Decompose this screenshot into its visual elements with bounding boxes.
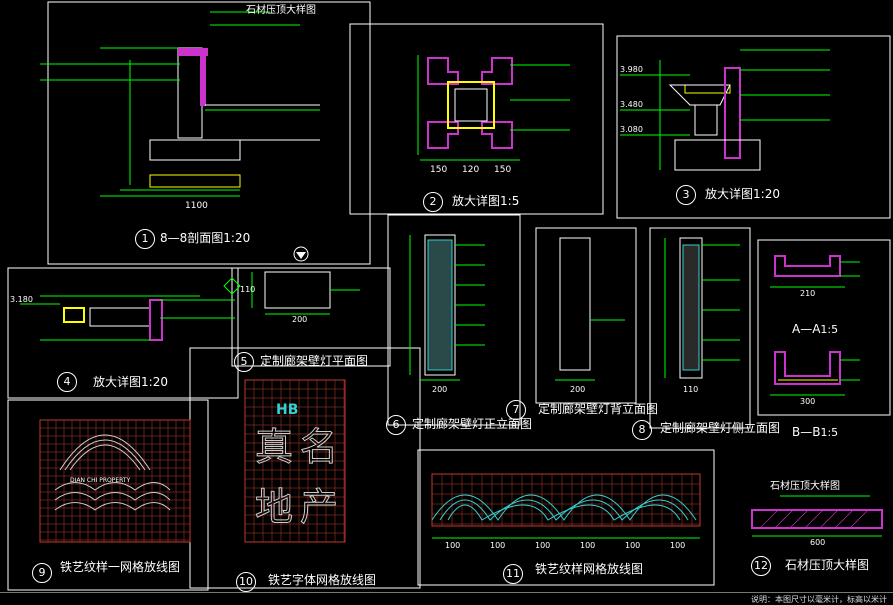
detail-7-elevation — [555, 237, 625, 381]
d10-char-3: 地 — [255, 485, 293, 529]
d11-dim-a: 100 — [445, 541, 460, 550]
d3-elev-b: 3.480 — [620, 100, 643, 109]
section-bb — [770, 351, 860, 396]
detail-2-scale: 1:5 — [500, 194, 520, 208]
detail-11-title: 铁艺纹样网格放线图 — [535, 562, 644, 576]
detail-5-number: 5 — [234, 352, 254, 372]
detail-1-number: 1 — [135, 229, 155, 249]
d10-char-2: 名 — [300, 425, 338, 469]
d4-elev: 3.180 — [10, 295, 33, 304]
detail-1-section — [40, 11, 320, 197]
d3-elev-a: 3.980 — [620, 65, 643, 74]
d10-top-text: HB — [276, 402, 298, 418]
section-aa — [770, 255, 860, 288]
d8-width: 110 — [683, 385, 698, 394]
detail-10-title: 铁艺字体网格放线图 — [268, 573, 377, 587]
detail-3-title-text: 放大详图 — [705, 187, 754, 201]
d12-width: 600 — [810, 538, 825, 547]
d2-dim-c: 150 — [494, 165, 511, 175]
detail-3-number: 3 — [676, 185, 696, 205]
bottom-title-strip — [0, 592, 893, 605]
section-bb-scale: 1:5 — [820, 426, 839, 439]
d7-width: 200 — [570, 385, 585, 394]
detail-1-note: 石材压顶大样图 — [246, 5, 316, 16]
d5-width: 200 — [292, 315, 307, 324]
detail-6-elevation — [409, 234, 485, 381]
detail-12-title: 石材压顶大样图 — [785, 558, 870, 572]
detail-11-pattern — [431, 473, 701, 539]
d11-dim-b: 100 — [490, 541, 505, 550]
section-aa-scale: 1:5 — [820, 323, 839, 336]
detail-12-number: 12 — [751, 556, 771, 576]
section-bb-title-text: B—B — [792, 425, 821, 439]
section-aa-title-text: A—A — [792, 322, 821, 336]
detail-9-title: 铁艺纹样一网格放线图 — [60, 560, 181, 574]
d11-dim-f: 100 — [670, 541, 685, 550]
d11-dim-e: 100 — [625, 541, 640, 550]
detail-8-elevation — [664, 237, 740, 379]
d2-dim-b: 120 — [462, 165, 479, 175]
detail-10-number: 10 — [236, 572, 256, 592]
detail-2-plan — [417, 55, 570, 161]
detail-2-title: 放大详图1:5 — [452, 194, 519, 208]
detail-3-scale: 1:20 — [753, 187, 780, 201]
d11-dim-d: 100 — [580, 541, 595, 550]
detail-9-number: 9 — [32, 563, 52, 583]
aa-width: 210 — [800, 289, 815, 298]
detail-5-title: 定制廊架壁灯平面图 — [260, 354, 369, 368]
d10-char-1: 真 — [255, 425, 293, 469]
detail-1-title: 8—8剖面图1:20 — [160, 231, 250, 245]
d10-char-4: 产 — [300, 485, 338, 529]
detail-3-section — [620, 49, 830, 171]
bb-width: 300 — [800, 397, 815, 406]
detail-10-grid — [244, 379, 346, 543]
detail-4-title-text: 放大详图 — [93, 375, 142, 389]
detail-9-grid — [39, 419, 191, 543]
detail-3-title: 放大详图1:20 — [705, 187, 780, 201]
detail-4-scale: 1:20 — [141, 375, 168, 389]
detail-12-note: 石材压顶大样图 — [770, 481, 840, 492]
detail-8-title: 定制廊架壁灯侧立面图 — [660, 421, 781, 435]
detail-7-title: 定制廊架壁灯背立面图 — [538, 402, 659, 416]
detail-4-number: 4 — [57, 372, 77, 392]
d2-dim-a: 150 — [430, 165, 447, 175]
d11-dim-c: 100 — [535, 541, 550, 550]
sheet-footer-note: 说明：本图尺寸以毫米计，标高以米计 — [751, 595, 887, 604]
d5-height: 110 — [240, 285, 255, 294]
detail-6-number: 6 — [386, 415, 406, 435]
detail-1-scale: 1:20 — [223, 231, 251, 245]
section-bb-title: B—B1:5 — [792, 425, 838, 440]
detail-12-section — [751, 495, 883, 537]
detail-6-title: 定制廊架壁灯正立面图 — [412, 417, 533, 431]
detail-8-number: 8 — [632, 420, 652, 440]
detail-11-number: 11 — [503, 564, 523, 584]
detail-4-section — [20, 295, 235, 341]
d3-elev-c: 3.080 — [620, 125, 643, 134]
section-aa-title: A—A1:5 — [792, 322, 838, 337]
detail-4-title: 放大详图1:20 — [93, 375, 168, 389]
d6-width: 200 — [432, 385, 447, 394]
detail-2-title-text: 放大详图 — [452, 194, 501, 208]
detail-2-number: 2 — [423, 192, 443, 212]
d9-pattern-text: DIAN CHI PROPERTY — [70, 477, 131, 484]
d1-width: 1100 — [185, 201, 208, 211]
detail-7-number: 7 — [506, 400, 526, 420]
detail-5-plan — [223, 246, 360, 315]
detail-1-title-text: 8—8剖面图 — [160, 231, 224, 245]
